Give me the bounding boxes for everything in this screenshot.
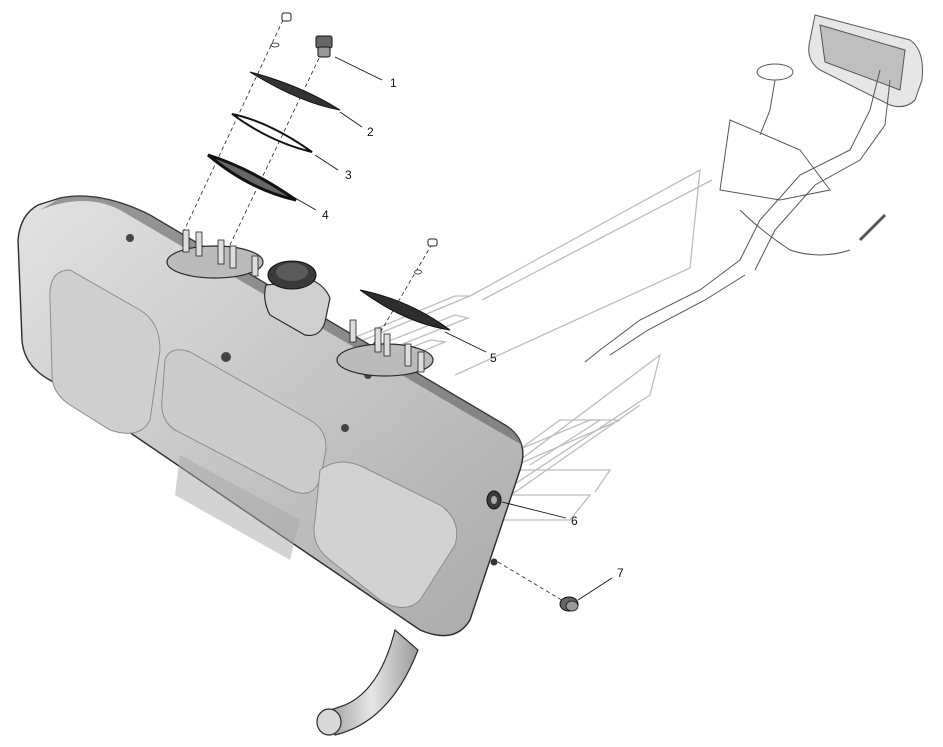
drain-plug-icon [559, 596, 579, 612]
callout-labels: 1 2 3 4 5 6 7 [322, 76, 624, 580]
callout-4: 4 [322, 208, 329, 222]
callout-leaders [294, 56, 613, 601]
hex-nut-icon [281, 12, 292, 22]
callout-2: 2 [367, 125, 374, 139]
sender-unit-left [166, 229, 264, 279]
fuel-tank-body [17, 195, 524, 637]
callout-3: 3 [345, 168, 352, 182]
filler-pipe [316, 628, 419, 736]
callout-7: 7 [617, 566, 624, 580]
threaded-fitting-icon [315, 35, 333, 58]
callout-5: 5 [490, 351, 497, 365]
assembly-axis-lines [181, 19, 566, 603]
gasket-ring-icon [249, 71, 341, 111]
sender-unit-right [336, 319, 434, 377]
side-fittings [486, 490, 579, 612]
exploded-parts-left [207, 12, 341, 202]
exploded-parts-right [359, 238, 451, 331]
callout-1: 1 [390, 76, 397, 90]
filler-neck [264, 260, 331, 337]
callout-6: 6 [571, 514, 578, 528]
overview-inset [584, 14, 923, 363]
